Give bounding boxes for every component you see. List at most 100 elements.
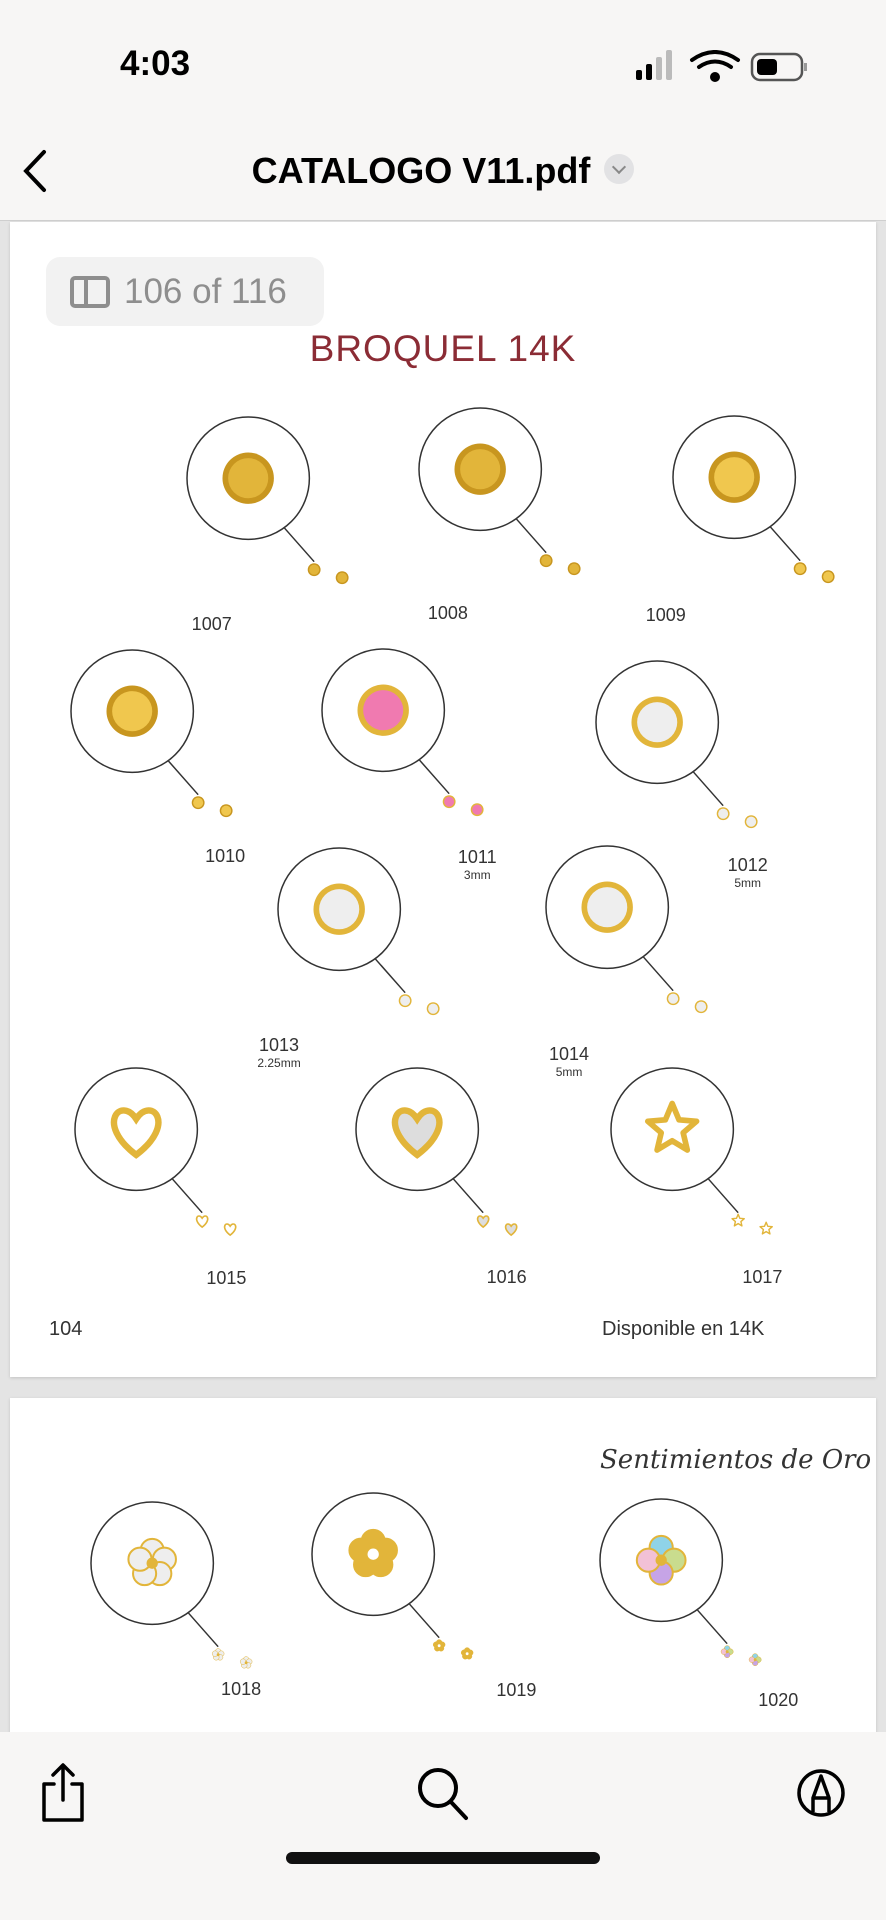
product-1016[interactable] (352, 1064, 614, 1296)
product-code: 1007 (191, 614, 232, 635)
stud-pair-image (758, 1221, 773, 1235)
stud-pair-image (195, 1215, 209, 1229)
product-image (631, 696, 683, 748)
product-code: 1018 (221, 1679, 262, 1699)
product-image (313, 883, 365, 935)
connector-line (696, 1609, 728, 1645)
stud-pair-image (219, 804, 233, 817)
product-1020[interactable] (596, 1495, 858, 1727)
product-code: 1011 (457, 846, 497, 867)
connector-line (418, 758, 450, 794)
brand-logo: Sentimientos de Oro (600, 1445, 872, 1475)
status-time: 4:03 (120, 44, 191, 83)
document-title-text: CATALOGO V11.pdf (251, 150, 591, 191)
connector-line (769, 526, 801, 562)
stud-pair-image (748, 1653, 762, 1667)
product-image (348, 1528, 398, 1578)
sidebar-icon (70, 275, 110, 308)
product-size: 5mm (734, 876, 762, 891)
stud-pair-image (694, 999, 708, 1013)
product-code: 1016 (486, 1266, 527, 1287)
nav-bar (0, 110, 886, 221)
product-code: 1015 (206, 1267, 247, 1288)
stud-pair-image (716, 807, 730, 820)
stud-pair-image (793, 562, 807, 576)
markup-icon[interactable] (796, 1768, 846, 1818)
product-1013[interactable] (274, 844, 536, 1076)
stud-pair-image (335, 571, 349, 585)
stud-pair-image (821, 570, 835, 584)
product-size: 2.25mm (257, 1056, 301, 1071)
stud-pair-image (476, 1215, 490, 1229)
product-1007[interactable] (183, 413, 445, 645)
chevron-left-icon[interactable] (20, 148, 50, 194)
product-1008[interactable] (415, 404, 677, 636)
page-indicator-text: 106 of 116 (124, 271, 287, 311)
product-image (635, 1534, 687, 1586)
zoom-circle (73, 1067, 198, 1192)
stud-pair-image (744, 815, 758, 828)
stud-pair-image (191, 796, 205, 809)
stud-pair-image (398, 994, 412, 1008)
chevron-down-icon[interactable] (604, 154, 635, 185)
connector-line (408, 1603, 440, 1639)
stud-pair-image (307, 563, 321, 577)
product-image (126, 1537, 177, 1586)
product-code: 1009 (645, 604, 686, 625)
product-code: 1014 (549, 1043, 590, 1064)
page-indicator[interactable]: 106 of 116 (46, 257, 324, 326)
product-1012[interactable] (592, 657, 854, 889)
product-code: 1013 (258, 1035, 300, 1056)
product-1011[interactable] (318, 645, 580, 877)
connector-line (642, 955, 674, 991)
home-indicator[interactable] (286, 1852, 600, 1864)
product-1014[interactable] (542, 842, 804, 1074)
product-1018[interactable] (87, 1498, 349, 1730)
product-image (392, 1107, 443, 1160)
zoom-circle (609, 1067, 734, 1192)
product-image (222, 452, 275, 505)
connector-line (515, 517, 547, 553)
product-1017[interactable] (607, 1064, 869, 1296)
product-code: 1020 (758, 1690, 799, 1711)
stud-pair-image (730, 1213, 745, 1227)
product-code: 1008 (427, 603, 468, 624)
product-1019[interactable] (308, 1489, 570, 1721)
connector-line (171, 1178, 203, 1214)
stud-pair-image (504, 1223, 518, 1237)
product-code: 1010 (205, 845, 246, 866)
search-icon[interactable] (416, 1766, 470, 1822)
product-image (106, 685, 158, 737)
stud-pair-image (223, 1223, 237, 1237)
wifi-icon (690, 50, 740, 82)
product-1010[interactable] (67, 646, 329, 878)
connector-line (692, 771, 724, 807)
stud-pair-image (239, 1655, 252, 1668)
product-code: 1019 (496, 1680, 537, 1701)
stud-pair-image (539, 553, 553, 567)
stud-pair-image (567, 561, 581, 575)
product-size: 3mm (463, 867, 491, 882)
stud-pair-image (470, 802, 484, 816)
document-title[interactable]: CATALOGO V11.pdf (0, 150, 886, 192)
stud-pair-image (720, 1645, 734, 1659)
signal-icon (636, 50, 672, 80)
bottom-toolbar (0, 1732, 886, 1920)
stud-pair-image (442, 794, 456, 808)
product-image (708, 451, 760, 503)
product-1009[interactable] (669, 412, 886, 644)
product-code: 1017 (742, 1266, 783, 1287)
stud-pair-image (433, 1639, 446, 1652)
page-title: BROQUEL 14K (309, 328, 577, 369)
stud-pair-image (211, 1647, 224, 1660)
page-number: 104 (49, 1318, 83, 1340)
share-icon[interactable] (40, 1762, 86, 1824)
connector-line (187, 1611, 219, 1647)
product-image (644, 1100, 700, 1154)
status-bar (0, 0, 886, 110)
stud-pair-image (426, 1002, 440, 1016)
connector-line (374, 958, 406, 994)
product-image (110, 1107, 162, 1160)
product-1015[interactable] (71, 1064, 333, 1296)
product-image (581, 881, 633, 933)
